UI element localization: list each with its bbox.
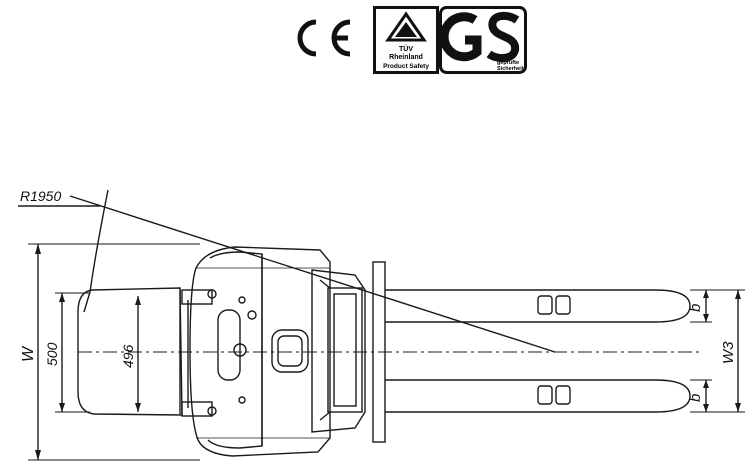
turning-arc [83, 189, 109, 313]
tuv-line1: TÜV [399, 44, 413, 53]
dim-w-label: W [20, 345, 37, 362]
operator-platform [77, 287, 183, 416]
chassis-body [189, 246, 331, 457]
fork-roller-bottom [537, 385, 553, 405]
gs-sub1: geprüfte [497, 60, 519, 66]
dim-b-top-label: b [687, 304, 704, 312]
dim-496-label: 496 [120, 344, 136, 368]
fork-roller-top [537, 295, 553, 315]
gs-mark-logo: geprüfte Sicherheit [439, 6, 527, 74]
fork-upper [385, 289, 691, 323]
tuv-rheinland-logo: TÜV Rheinland Product Safety [373, 6, 439, 74]
hinge-bracket-bottom [181, 401, 213, 417]
ce-mark [297, 19, 351, 57]
dim-b-bottom-label: b [687, 394, 704, 402]
gs-sub2: Sicherheit [497, 66, 524, 72]
radius-label: R1950 [20, 188, 61, 204]
cover-plate [271, 329, 309, 373]
dim-w3-label: W3 [720, 341, 737, 364]
lift-frame [311, 269, 366, 433]
fork-lower [385, 379, 691, 413]
tuv-line3: Product Safety [383, 63, 429, 70]
dim-500-label: 500 [44, 342, 60, 366]
hinge-bracket-top [181, 289, 213, 305]
pivot-point [233, 343, 247, 357]
tuv-line2: Rheinland [389, 54, 423, 61]
center-slot [217, 309, 241, 381]
